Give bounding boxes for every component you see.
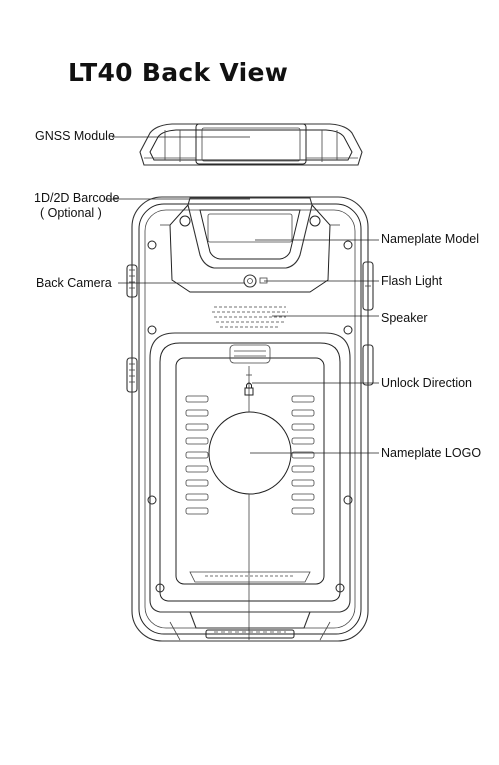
camera-module (160, 198, 340, 292)
ventilation-slots (186, 396, 314, 514)
device-body-outline (132, 197, 368, 641)
corner-screws (148, 216, 352, 592)
nameplate-logo-area (209, 366, 291, 640)
speaker-grille (212, 307, 288, 327)
gnss-module-top-view (140, 124, 362, 165)
bottom-connector (170, 612, 330, 640)
